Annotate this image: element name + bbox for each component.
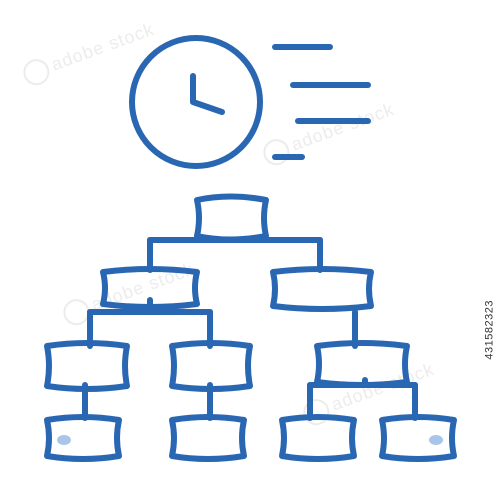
org-box-l3-1 [44, 340, 130, 392]
org-box-l3-2 [169, 340, 253, 392]
org-boxes [44, 193, 457, 462]
speed-lines-icon [272, 44, 371, 160]
org-box-l2-left [100, 266, 200, 310]
clock-icon [129, 35, 263, 169]
stock-id-label: 431582323 [484, 300, 496, 360]
accent-marks [57, 435, 443, 445]
org-box-l4-2 [169, 414, 247, 462]
org-box-l2-right [270, 266, 374, 312]
org-box-l4-4 [379, 414, 457, 462]
org-box-l3-3 [314, 340, 410, 388]
org-box-l4-1 [44, 414, 122, 462]
org-box-l4-3 [279, 414, 357, 462]
org-box-top [194, 193, 269, 243]
